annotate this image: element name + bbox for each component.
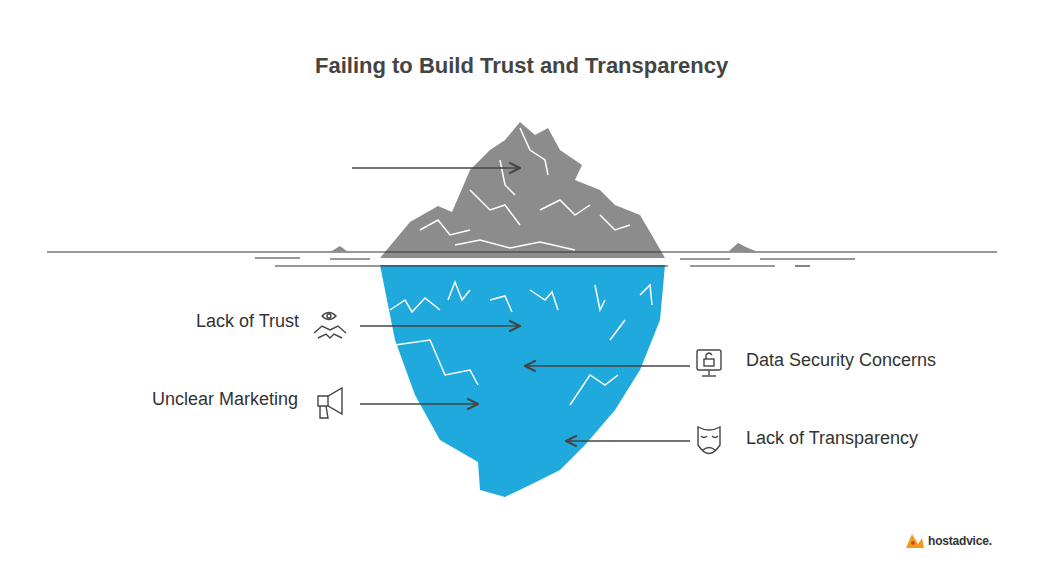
callout-label: Lack of Transparency — [746, 427, 918, 449]
iceberg-cracks — [390, 282, 652, 405]
ice-chunk — [330, 246, 348, 252]
megaphone-icon — [318, 388, 342, 418]
callout-label: Data Security Concerns — [746, 349, 936, 371]
security-icon — [697, 350, 721, 376]
leader-arrows — [352, 168, 690, 441]
diagram-title: Failing to Build Trust and Transparency — [315, 53, 728, 79]
callout-label: Unclear Marketing — [152, 388, 298, 410]
watermark: hostadvice. — [928, 534, 992, 548]
ice-chunk — [728, 243, 758, 252]
water-ripples — [255, 258, 855, 266]
mask-icon — [698, 427, 720, 454]
trust-icon — [314, 313, 346, 339]
iceberg-underwater — [380, 265, 665, 497]
callout-label: Lack of Trust — [196, 310, 299, 332]
logo-mark — [906, 534, 924, 548]
iceberg-tip — [380, 122, 665, 258]
iceberg-tip-cracks — [420, 128, 630, 250]
water-line — [47, 251, 997, 252]
